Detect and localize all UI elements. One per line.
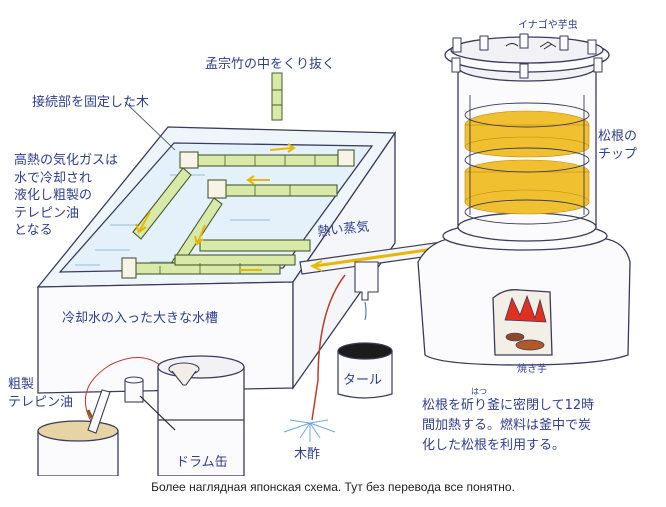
chip-racks bbox=[464, 95, 590, 225]
label-pine-chips: 松根の チップ bbox=[598, 129, 638, 162]
label-tank: 冷却水の入った大きな水槽 bbox=[62, 311, 218, 326]
flow-arrows bbox=[135, 143, 296, 271]
label-hot-steam: 熱い蒸気 bbox=[317, 219, 370, 240]
image-caption: Более наглядная японская схема. Тут без … bbox=[0, 476, 666, 507]
crude-bucket bbox=[37, 420, 119, 477]
label-sweet-potato: 焼き芋 bbox=[517, 363, 547, 375]
label-joint-wood: 接続部を固定した木 bbox=[32, 94, 149, 110]
label-bamboo-hollow: 孟宗竹の中をくり抜く bbox=[205, 56, 335, 72]
diagram-drawing: 孟宗竹の中をくり抜く 接続部を固定した木 熱い蒸気 冷却水の入った大きな水槽 ド… bbox=[32, 18, 631, 477]
label-gas-note: 高熱の気化ガスは 水で冷却され 液化し粗製の テレピン油 となる bbox=[14, 153, 119, 239]
label-drum: ドラム缶 bbox=[176, 455, 228, 470]
wood-vinegar-spray bbox=[283, 419, 336, 442]
label-process-note: 松根を斫り釜に密閉して12時 間加熱する。燃料は釜中で炭 化した松根を利用する。 bbox=[422, 398, 595, 454]
drum-can bbox=[157, 355, 245, 477]
label-furi: はつ bbox=[471, 387, 487, 396]
lid-bolts bbox=[451, 33, 603, 79]
label-wood-vinegar: 木酢 bbox=[294, 447, 320, 462]
pine-chip-layers bbox=[464, 110, 590, 215]
bamboo-condenser-pipes bbox=[121, 149, 355, 279]
tar-pot bbox=[337, 342, 393, 399]
label-tar: タール bbox=[343, 373, 382, 388]
fire bbox=[504, 294, 547, 351]
insects bbox=[505, 41, 557, 50]
label-crude-turpentine: 粗製 テレピン油 bbox=[8, 377, 74, 410]
bamboo-guide-arrow bbox=[271, 72, 283, 121]
cup bbox=[124, 376, 144, 403]
tar-spout bbox=[354, 261, 379, 321]
label-insects: イナゴや芋虫 bbox=[518, 18, 578, 31]
ladle bbox=[87, 389, 111, 434]
funnel bbox=[168, 362, 200, 386]
